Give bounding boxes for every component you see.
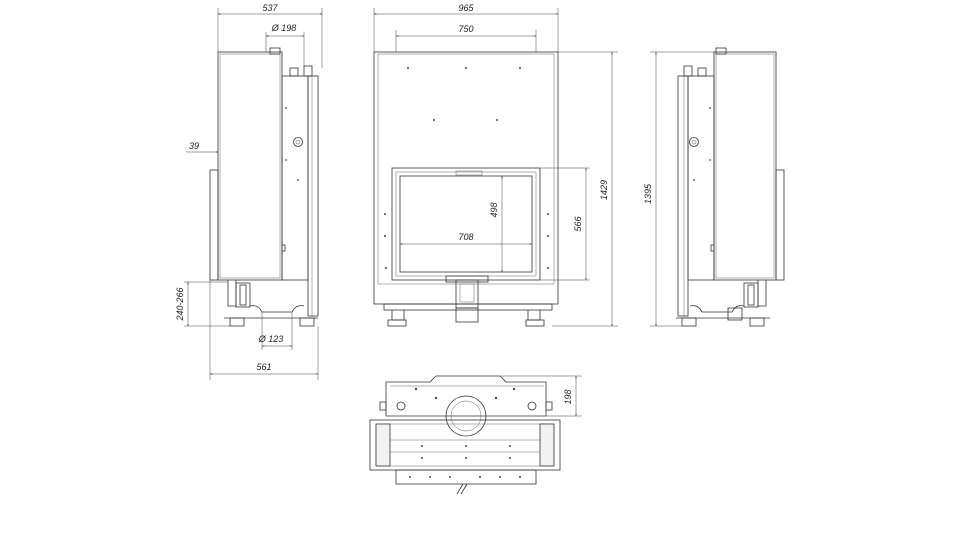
front-dimensions: 965 750 498 708 566 1429 [373, 3, 618, 327]
dim-glass-width: 708 [458, 232, 473, 242]
dim-glass-height: 498 [489, 202, 499, 217]
dim-right-total-height: 1395 [643, 183, 653, 204]
dim-leg-adjust: 240-266 [175, 287, 185, 321]
right-side-view [676, 47, 785, 327]
top-view [369, 375, 561, 495]
top-view-dimensions: 198 [500, 375, 582, 417]
dim-air-inlet-diameter: Ø 123 [258, 334, 284, 344]
dim-flue-diameter: Ø 198 [271, 23, 297, 33]
front-view [373, 51, 559, 327]
dim-front-total-height: 1429 [599, 180, 609, 200]
left-side-dimensions: 537 Ø 198 39 240-266 Ø 123 561 [175, 3, 323, 380]
dim-front-inner-width: 750 [458, 24, 473, 34]
dim-door-height: 566 [573, 216, 583, 231]
right-side-dimensions: 1395 [643, 51, 714, 327]
dim-front-width: 965 [458, 3, 474, 13]
dim-side-depth-top: 537 [262, 3, 278, 13]
dim-side-offset: 39 [189, 141, 199, 151]
left-side-view [209, 47, 319, 327]
dim-side-depth-bottom: 561 [256, 362, 271, 372]
dim-top-view-depth: 198 [563, 389, 573, 404]
